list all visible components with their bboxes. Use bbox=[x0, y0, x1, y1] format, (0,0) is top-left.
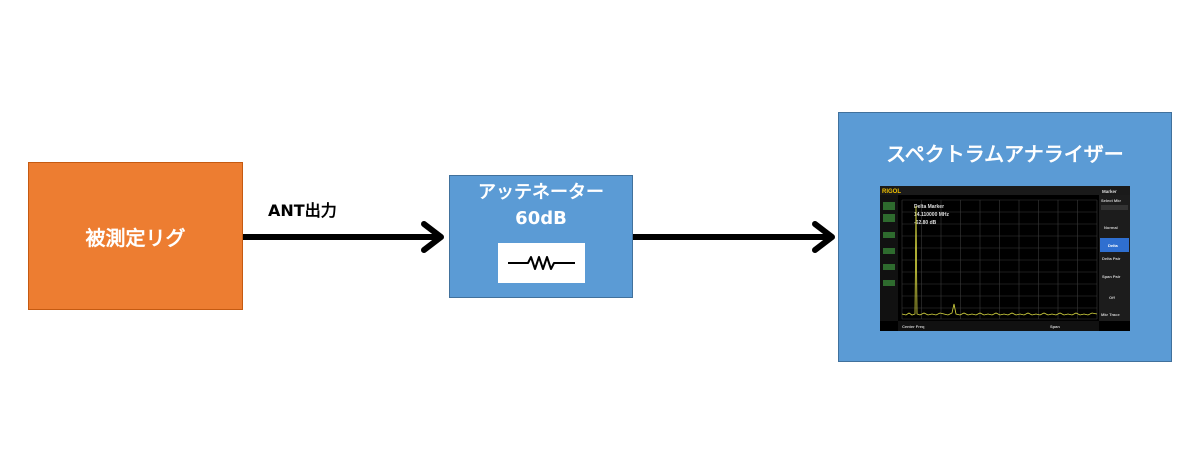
device-under-test-box: 被測定リグ bbox=[28, 162, 243, 310]
spectrum-analyzer-box: スペクトラムアナライザー RIGOL bbox=[838, 112, 1172, 362]
marker-level: -62.80 dB bbox=[914, 220, 937, 226]
svg-text:Select Mkr: Select Mkr bbox=[1101, 198, 1121, 203]
ant-output-label: ANT出力 bbox=[268, 201, 337, 220]
svg-text:Delta Pair: Delta Pair bbox=[1102, 256, 1121, 261]
svg-text:Delta: Delta bbox=[1108, 243, 1119, 248]
svg-text:Span Pair: Span Pair bbox=[1102, 274, 1121, 279]
svg-text:Center Freq: Center Freq bbox=[902, 324, 925, 329]
svg-text:Mkr Trace: Mkr Trace bbox=[1101, 312, 1120, 317]
marker-title: Delta Marker bbox=[914, 204, 944, 210]
spectrum-analyzer-title: スペクトラムアナライザー bbox=[886, 142, 1124, 166]
resistor-icon bbox=[498, 243, 585, 283]
attenuator-title: アッテネーター bbox=[478, 182, 604, 203]
menu-title: Marker bbox=[1102, 189, 1117, 194]
svg-text:Span: Span bbox=[1050, 324, 1060, 329]
device-under-test-label: 被測定リグ bbox=[85, 225, 186, 250]
svg-text:Off: Off bbox=[1109, 295, 1115, 300]
attenuator-value: 60dB bbox=[515, 208, 567, 229]
arrow-attenuator-to-analyzer bbox=[633, 221, 835, 253]
arrow-rig-to-attenuator bbox=[243, 221, 444, 253]
attenuator-box: アッテネーター 60dB bbox=[449, 175, 633, 298]
marker-frequency: 14.110000 MHz bbox=[914, 212, 950, 218]
svg-text:Normal: Normal bbox=[1104, 225, 1118, 230]
brand-label: RIGOL bbox=[882, 189, 901, 195]
spectrum-analyzer-screen: RIGOL bbox=[880, 186, 1130, 331]
